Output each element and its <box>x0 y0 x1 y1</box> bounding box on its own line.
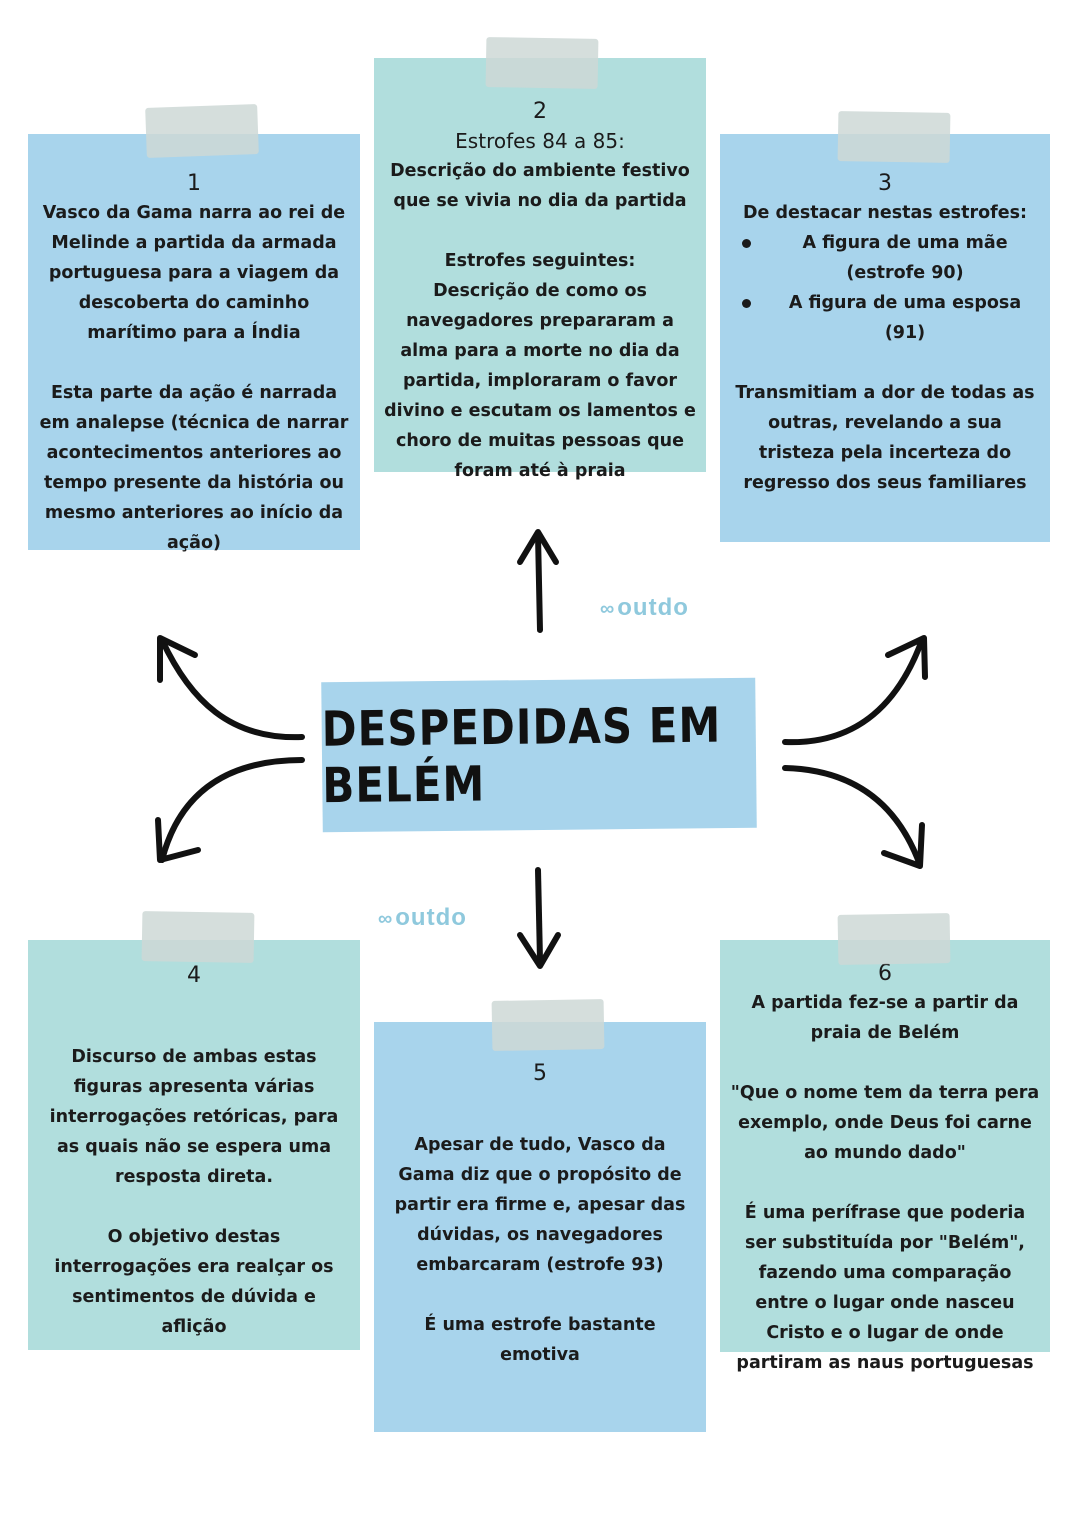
note-card-1: 1 Vasco da Gama narra ao rei de Melinde … <box>28 134 360 553</box>
card-paragraph: Descrição de como os navegadores prepara… <box>384 281 696 481</box>
arrow-upper-left <box>159 637 305 741</box>
card-paragraph: Vasco da Gama narra ao rei de Melinde a … <box>42 203 346 343</box>
watermark-logo: ∞outdo <box>378 904 467 932</box>
card-number: 1 <box>187 171 201 196</box>
tape <box>141 911 255 963</box>
card-paragraph: É uma estrofe bastante emotiva <box>424 1315 656 1365</box>
card-quote: "Que o nome tem da terra pera exemplo, o… <box>730 1083 1040 1163</box>
card-paragraph: O objetivo destas interrogações era real… <box>54 1227 334 1337</box>
card-paragraph: Apesar de tudo, Vasco da Gama diz que o … <box>394 1135 686 1275</box>
card-paragraph: É uma perífrase que poderia ser substitu… <box>736 1203 1034 1373</box>
card-number: 5 <box>533 1061 547 1086</box>
card-paragraph: Esta parte da ação é narrada em analepse… <box>39 383 349 553</box>
watermark-logo: ∞outdo <box>600 594 689 622</box>
arrow-down <box>535 867 543 963</box>
note-card-4: 4 Discurso de ambas estas figuras aprese… <box>28 940 360 1350</box>
arrow-upper-right <box>782 637 925 746</box>
tape <box>837 111 951 163</box>
watermark-text: outdo <box>395 904 467 931</box>
tape <box>485 37 599 89</box>
tape <box>837 913 951 965</box>
note-card-5: 5 Apesar de tudo, Vasco da Gama diz que … <box>374 1022 706 1432</box>
central-title-box: DESPEDIDAS EM BELÉM <box>321 677 757 833</box>
tape <box>491 999 605 1051</box>
infinity-icon: ∞ <box>378 908 394 930</box>
card-subheading: Estrofes seguintes: <box>444 251 636 271</box>
card-number: 6 <box>878 961 892 986</box>
bullet-item: A figura de uma esposa (91) <box>730 288 1040 348</box>
bullet-list: A figura de uma mãe (estrofe 90) A figur… <box>730 228 1040 348</box>
infinity-icon: ∞ <box>600 598 616 620</box>
note-card-3: 3 De destacar nestas estrofes: A figura … <box>720 134 1050 542</box>
card-number: 4 <box>187 963 201 988</box>
arrow-lower-left <box>159 757 305 863</box>
arrow-lower-right <box>782 765 923 868</box>
card-number: 2 <box>533 99 547 124</box>
card-paragraph: A partida fez-se a partir da praia de Be… <box>751 993 1019 1043</box>
watermark-text: outdo <box>617 594 689 621</box>
card-paragraph: Transmitiam a dor de todas as outras, re… <box>735 383 1035 493</box>
tape <box>145 104 259 158</box>
card-paragraph: Descrição do ambiente festivo que se viv… <box>390 161 690 211</box>
arrow-up <box>535 532 543 633</box>
note-card-6: 6 A partida fez-se a partir da praia de … <box>720 940 1050 1373</box>
card-number: 3 <box>878 171 892 196</box>
card-heading: Estrofes 84 a 85: <box>455 129 625 153</box>
bullet-item: A figura de uma mãe (estrofe 90) <box>730 228 1040 288</box>
note-card-2: 2 Estrofes 84 a 85: Descrição do ambient… <box>374 58 706 481</box>
card-paragraph: Discurso de ambas estas figuras apresent… <box>49 1047 339 1187</box>
page-title: DESPEDIDAS EM BELÉM <box>321 696 722 814</box>
card-intro: De destacar nestas estrofes: <box>742 203 1027 223</box>
